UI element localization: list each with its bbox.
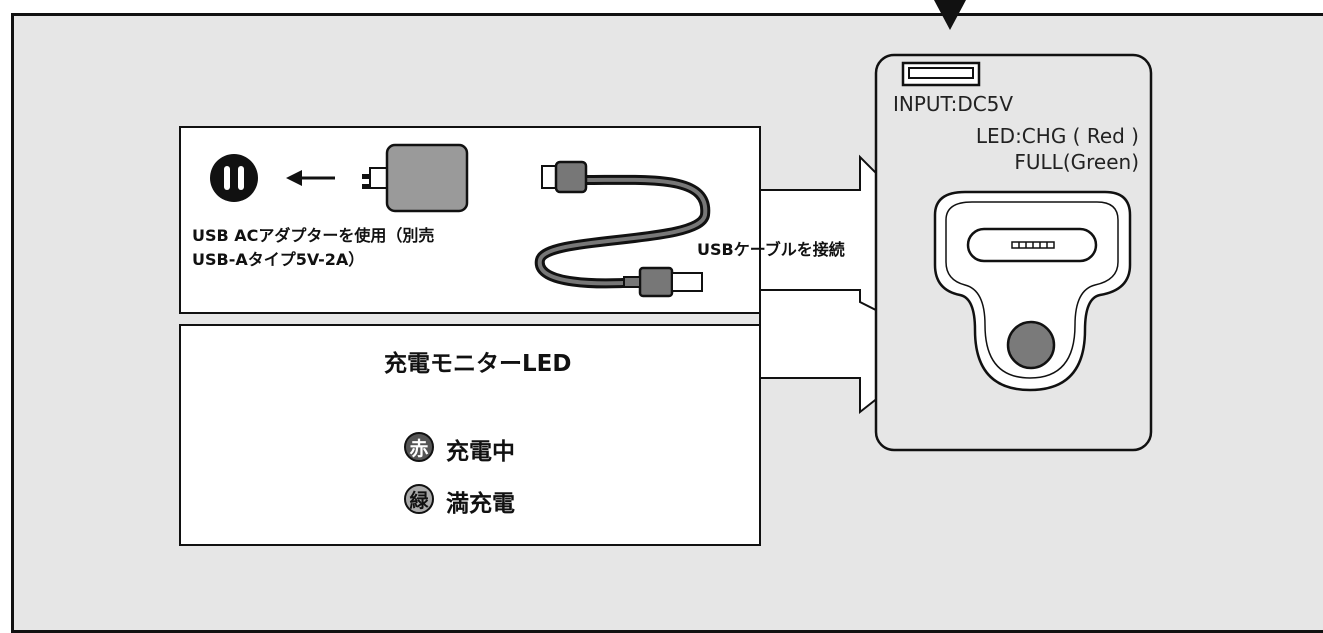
usb-cable-label: USBケーブルを接続	[697, 240, 845, 259]
wall-outlet-icon	[210, 154, 258, 202]
top-pointer-arrow	[934, 0, 966, 30]
spec-input: INPUT:DC5V	[893, 92, 1014, 116]
led-monitor-title: 充電モニターLED	[384, 351, 572, 377]
diagram-graphics	[179, 53, 1153, 546]
spec-led-full: FULL(Green)	[1014, 150, 1139, 174]
led-green-badge: 緑	[404, 484, 434, 514]
charge-led	[1006, 320, 1056, 370]
spec-led-chg: LED:CHG ( Red )	[975, 124, 1139, 148]
adapter-label-line1: USB ACアダプターを使用（別売	[192, 226, 435, 245]
led-red-text: 充電中	[446, 439, 515, 465]
led-green-text: 満充電	[446, 491, 515, 517]
ac-adapter-icon	[385, 143, 469, 213]
led-red-badge: 赤	[404, 432, 434, 462]
adapter-label-line2: USB-Aタイプ5V-2A）	[192, 250, 365, 269]
led-monitor-panel	[179, 324, 761, 546]
led-green-symbol: 緑	[409, 489, 429, 512]
led-red-symbol: 赤	[409, 437, 429, 460]
